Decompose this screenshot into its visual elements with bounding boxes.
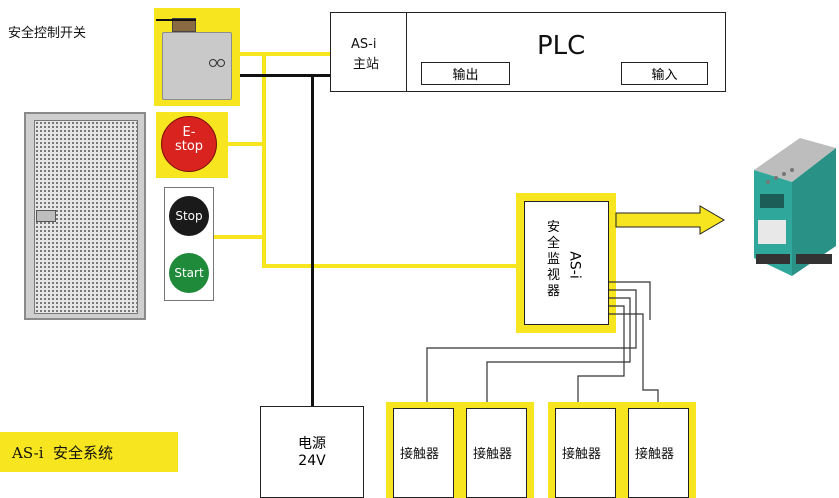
- contactor-3: 接触器: [555, 408, 616, 498]
- contactor-4: 接触器: [628, 408, 689, 498]
- contactor-2: 接触器: [466, 408, 527, 498]
- contactor-2-label: 接触器: [473, 443, 512, 462]
- power-supply: 电源 24V: [260, 406, 364, 498]
- power-label-line2: 24V: [261, 453, 363, 469]
- contactor-4-label: 接触器: [635, 443, 674, 462]
- contactor-1: 接触器: [393, 408, 454, 498]
- system-label: AS-i 安全系统: [12, 442, 113, 463]
- contactor-3-label: 接触器: [562, 443, 601, 462]
- system-label-box: AS-i 安全系统: [0, 432, 178, 472]
- power-label-line1: 电源: [261, 433, 363, 453]
- contactor-1-label: 接触器: [400, 443, 439, 462]
